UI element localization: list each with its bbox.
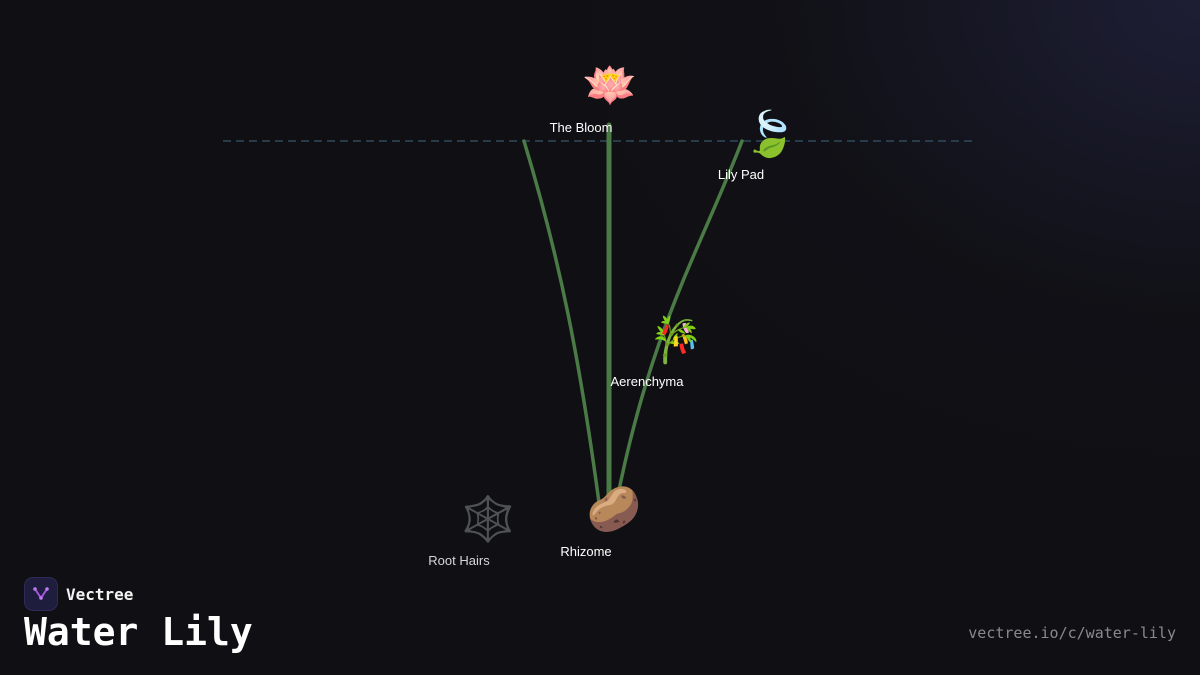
lotus-icon[interactable]: 🪷 [582,60,638,111]
spiderweb-icon[interactable]: 🕸️ [460,494,516,545]
brand-name: Vectree [66,584,134,604]
stem-to-lily-pad [614,139,744,507]
leaf-icon[interactable]: 🍃 [742,109,798,160]
bamboo-icon[interactable]: 🎋 [648,315,704,366]
root-hairs-label: Root Hairs [428,553,490,568]
page-title: Water Lily [24,610,253,654]
bloom-label: The Bloom [549,120,613,135]
aerenchyma-label: Aerenchyma [610,374,684,389]
stem-secondary [522,139,602,512]
lily-pad-label: Lily Pad [717,167,765,182]
rhizome-label: Rhizome [560,544,612,559]
vectree-logo-icon [24,577,58,611]
potato-icon[interactable]: 🥔 [586,484,642,535]
page-url[interactable]: vectree.io/c/water-lily [968,624,1176,642]
brand: Vectree [24,577,133,611]
